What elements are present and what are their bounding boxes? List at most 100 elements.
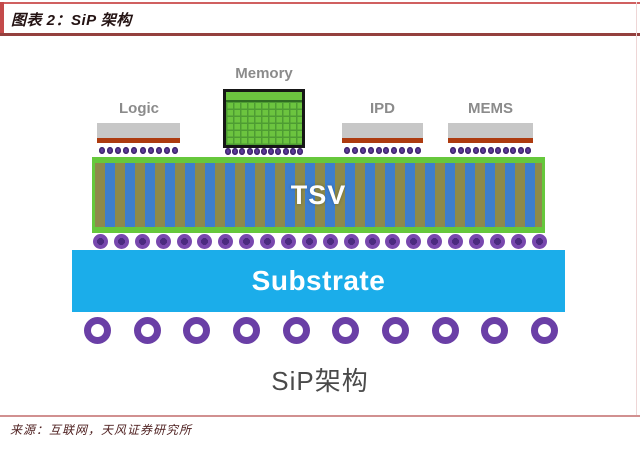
c4-bump bbox=[260, 233, 276, 249]
micro-bump bbox=[107, 146, 114, 154]
micro-bump bbox=[99, 146, 105, 154]
figure-top-rule bbox=[0, 2, 640, 4]
solder-ball bbox=[183, 316, 211, 344]
micro-bump bbox=[282, 147, 289, 155]
micro-bump bbox=[131, 146, 138, 154]
micro-bump bbox=[253, 147, 260, 155]
tsv-interposer: TSV bbox=[92, 157, 545, 233]
solder-ball bbox=[232, 316, 260, 344]
c4-bump bbox=[489, 233, 505, 249]
c4-bump bbox=[510, 233, 526, 249]
solder-ball bbox=[332, 316, 360, 344]
solder-ball bbox=[481, 316, 509, 344]
mems-label: MEMS bbox=[468, 100, 513, 117]
micro-bump bbox=[275, 147, 282, 155]
ipd-die-body bbox=[342, 123, 423, 138]
c4-bump bbox=[155, 233, 171, 249]
mems-die-body bbox=[448, 123, 533, 138]
c4-bump bbox=[281, 233, 297, 249]
figure-header-rule bbox=[0, 33, 640, 36]
micro-bump bbox=[260, 147, 267, 155]
memory-die-cell-grid bbox=[226, 102, 302, 145]
c4-bump bbox=[427, 233, 443, 249]
micro-bump bbox=[367, 146, 374, 154]
micro-bump bbox=[407, 146, 413, 154]
c4-bump bbox=[385, 233, 401, 249]
solder-ball-row bbox=[84, 316, 558, 344]
micro-bump bbox=[115, 146, 122, 154]
substrate: Substrate bbox=[72, 250, 565, 312]
micro-bump bbox=[232, 147, 239, 155]
micro-bump bbox=[502, 146, 509, 154]
micro-bump bbox=[391, 146, 398, 154]
micro-bump bbox=[383, 146, 390, 154]
logic-label: Logic bbox=[119, 100, 159, 117]
micro-bump bbox=[472, 146, 479, 154]
solder-ball bbox=[431, 316, 459, 344]
micro-bump bbox=[487, 146, 494, 154]
micro-bump bbox=[163, 146, 170, 154]
micro-bump bbox=[414, 146, 421, 154]
micro-bump bbox=[225, 147, 231, 155]
c4-bump bbox=[197, 233, 213, 249]
logic-die-pad bbox=[97, 138, 180, 143]
micro-bump bbox=[465, 146, 471, 154]
memory-label: Memory bbox=[235, 65, 293, 82]
micro-bump bbox=[296, 147, 303, 155]
mems-die-pad bbox=[448, 138, 533, 143]
solder-ball bbox=[381, 316, 409, 344]
micro-bump bbox=[344, 146, 350, 154]
micro-bump bbox=[268, 147, 275, 155]
diagram-caption: SiP架构 bbox=[271, 366, 369, 396]
micro-bump bbox=[147, 146, 154, 154]
micro-bump bbox=[123, 146, 130, 154]
micro-bump bbox=[450, 146, 456, 154]
c4-bump bbox=[134, 233, 150, 249]
c4-bump bbox=[218, 233, 234, 249]
solder-ball bbox=[84, 316, 111, 344]
memory-microbumps bbox=[225, 147, 303, 155]
source-note: 来源：互联网，天风证券研究所 bbox=[10, 423, 193, 437]
micro-bump bbox=[399, 146, 406, 154]
micro-bump bbox=[155, 146, 162, 154]
micro-bump bbox=[510, 146, 516, 154]
solder-ball bbox=[530, 316, 558, 344]
micro-bump bbox=[171, 146, 178, 154]
micro-bump bbox=[375, 146, 382, 154]
micro-bump bbox=[495, 146, 501, 154]
figure-right-border bbox=[636, 2, 637, 415]
micro-bump bbox=[525, 146, 531, 154]
micro-bump bbox=[457, 146, 464, 154]
c4-bump bbox=[322, 233, 338, 249]
micro-bump bbox=[289, 147, 296, 155]
logic-die bbox=[97, 123, 180, 143]
c4-bump bbox=[113, 233, 129, 249]
figure-bottom-rule bbox=[0, 415, 640, 417]
micro-bump bbox=[239, 147, 246, 155]
c4-bump bbox=[364, 233, 380, 249]
micro-bump bbox=[246, 147, 253, 155]
micro-bump bbox=[139, 146, 146, 154]
figure-title: 图表 2：SiP 架构 bbox=[11, 12, 132, 29]
c4-bump bbox=[531, 233, 547, 249]
c4-bump bbox=[343, 233, 359, 249]
c4-bump bbox=[301, 233, 317, 249]
memory-die-top-strip bbox=[226, 92, 302, 102]
ipd-label: IPD bbox=[369, 100, 395, 117]
solder-ball bbox=[282, 316, 310, 344]
substrate-label: Substrate bbox=[251, 265, 386, 296]
mems-microbumps bbox=[450, 146, 531, 154]
micro-bump bbox=[351, 146, 358, 154]
c4-bump-row bbox=[93, 233, 547, 249]
ipd-die bbox=[342, 123, 423, 143]
c4-bump bbox=[93, 233, 108, 249]
ipd-microbumps bbox=[344, 146, 421, 154]
c4-bump bbox=[469, 233, 485, 249]
c4-bump bbox=[176, 233, 192, 249]
memory-die bbox=[223, 89, 305, 148]
micro-bump bbox=[517, 146, 524, 154]
tsv-label: TSV bbox=[290, 179, 347, 210]
c4-bump bbox=[406, 233, 422, 249]
figure-left-accent-bar bbox=[0, 2, 4, 34]
